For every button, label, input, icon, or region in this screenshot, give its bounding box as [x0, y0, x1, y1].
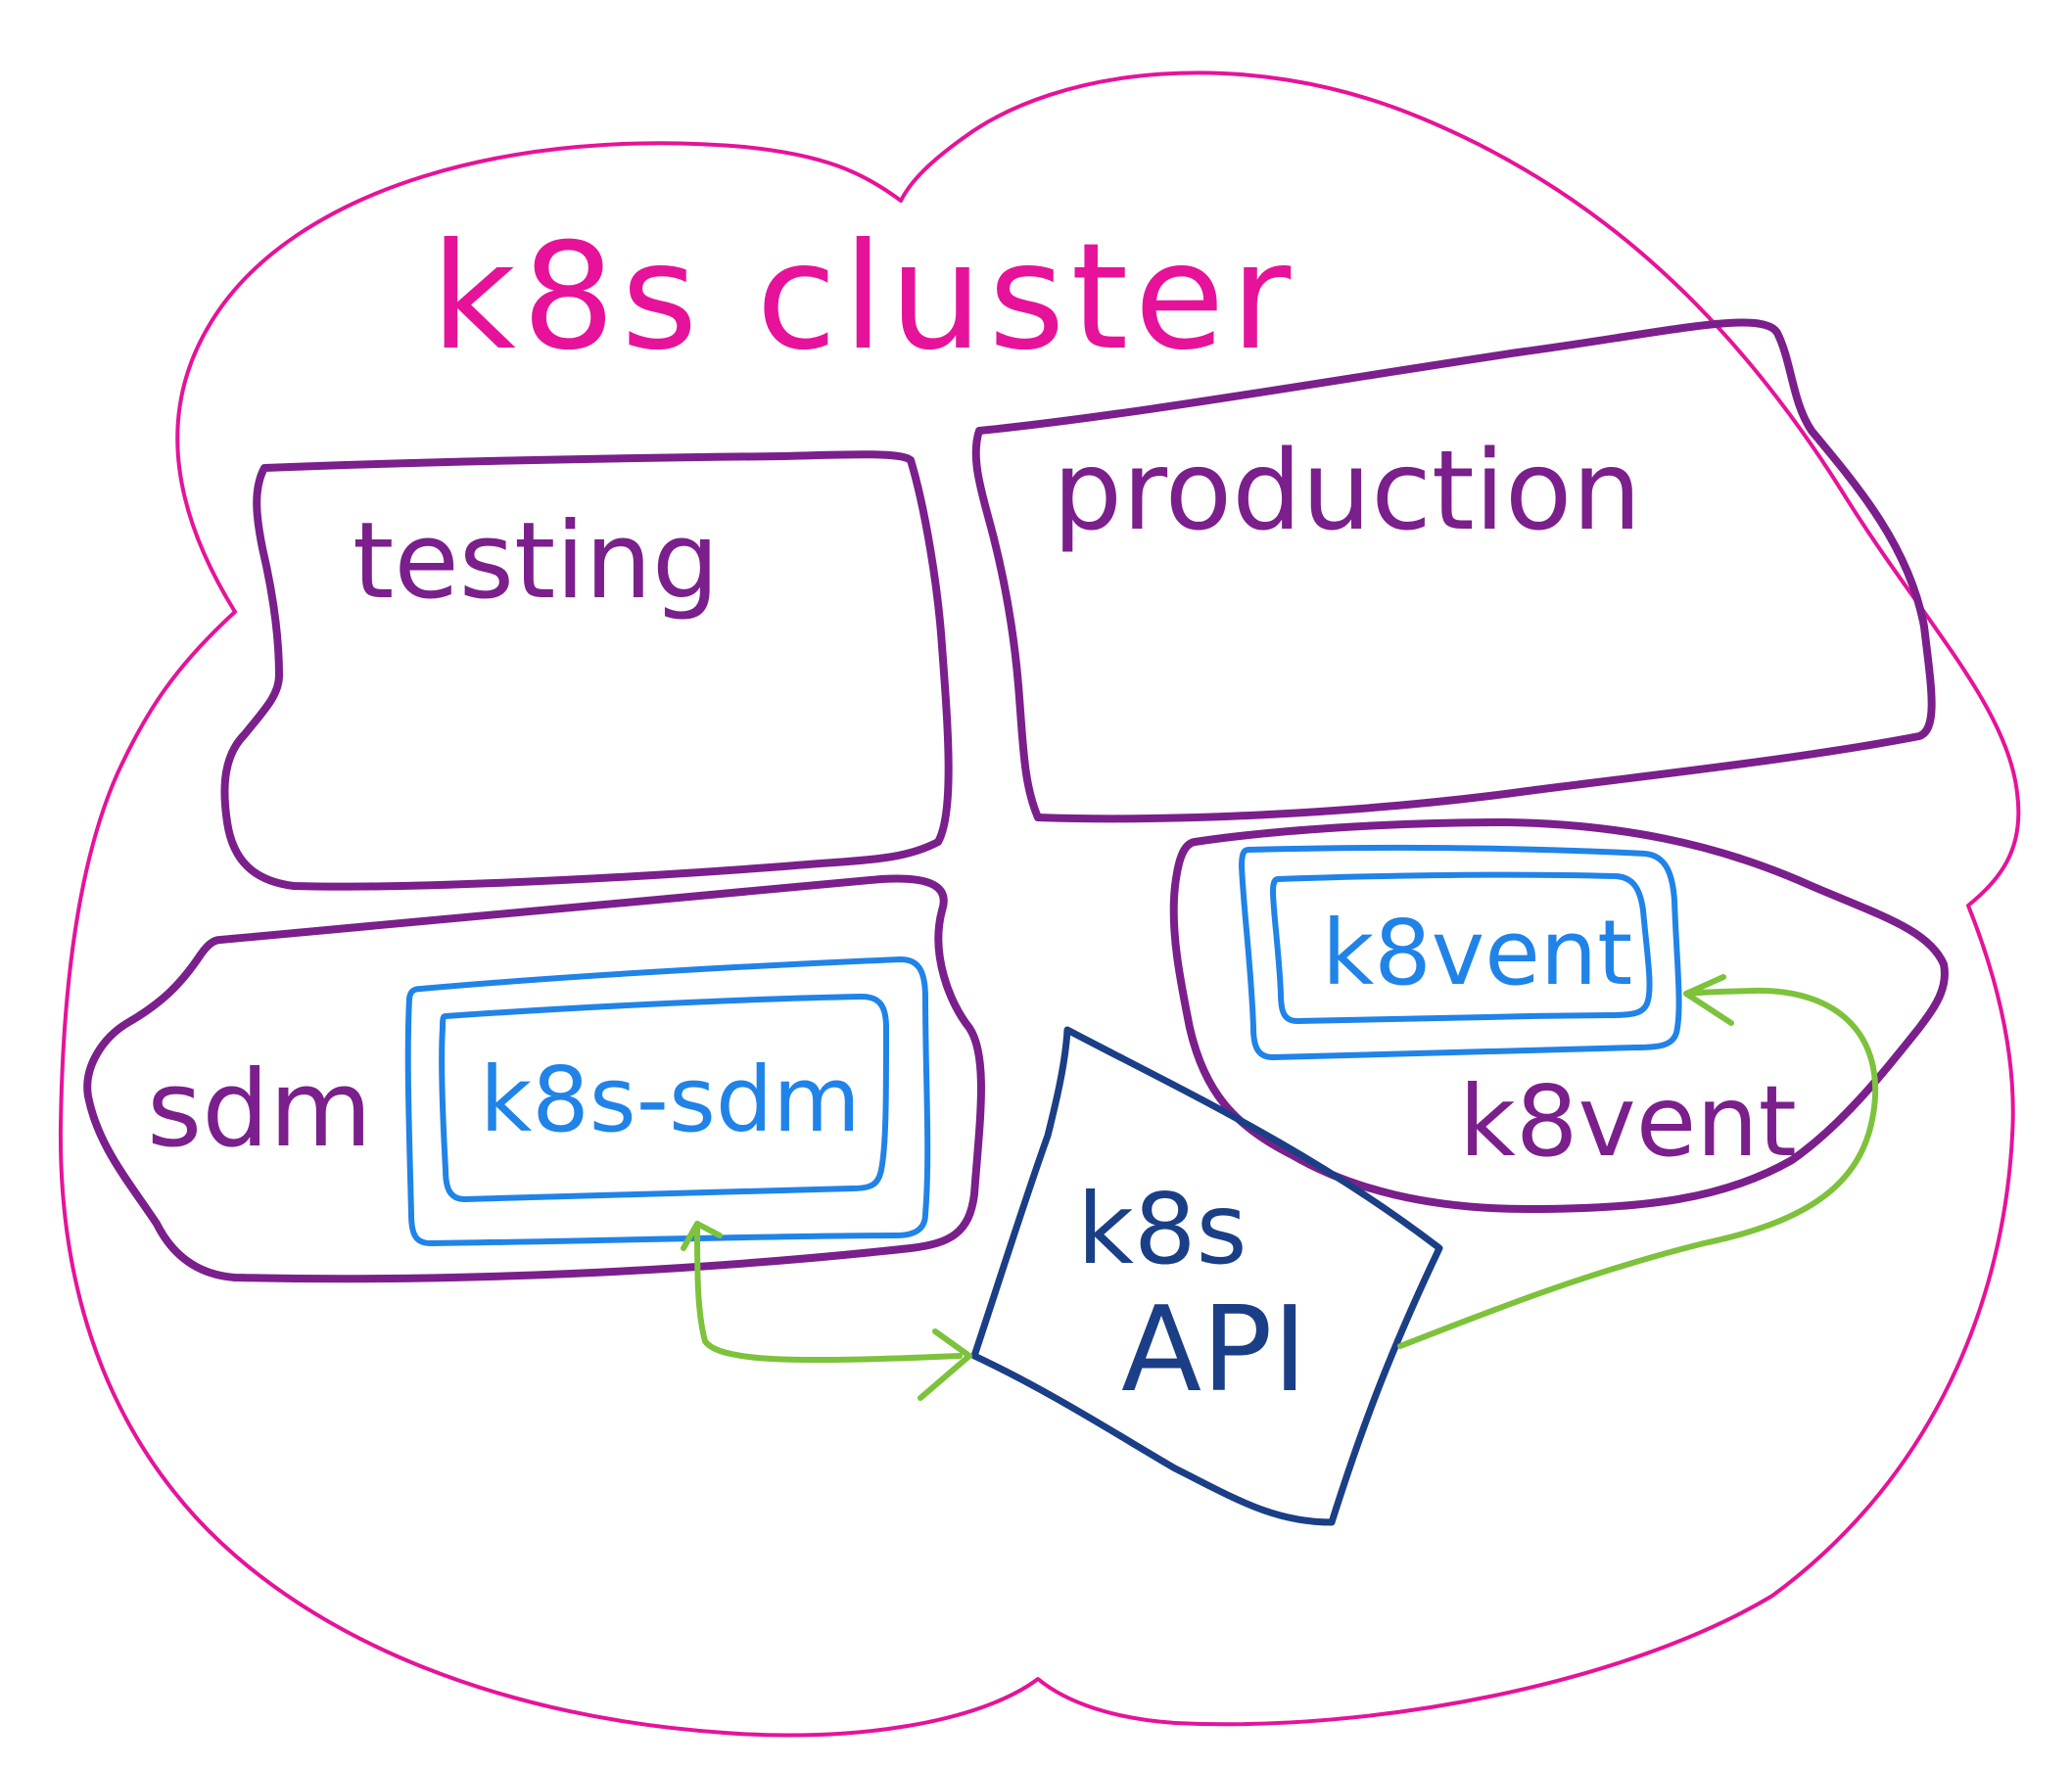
- k8vent-deployment-inner: [1270, 871, 1653, 1024]
- testing-label: testing: [353, 500, 719, 623]
- sdm-namespace-box: [83, 874, 985, 1283]
- testing-namespace-box: [220, 450, 953, 891]
- k8s-sdm-deployment-inner: [439, 994, 889, 1202]
- k8vent-deployment-label: k8vent: [1322, 901, 1632, 1005]
- production-namespace-box: [971, 318, 1936, 823]
- connection-api-k8vent: [1397, 987, 1879, 1349]
- cluster-outline: [58, 70, 2021, 1738]
- connection-api-k8vent-arrowhead: [1683, 974, 1734, 1026]
- k8s-sdm-label: k8s-sdm: [480, 1047, 861, 1152]
- k8s-api-box: [970, 1026, 1443, 1526]
- k8s-api-label-line1: k8s: [1077, 1172, 1248, 1286]
- k8s-api-label-line2: API: [1121, 1282, 1307, 1419]
- k8vent-deployment-outer: [1239, 844, 1682, 1060]
- k8vent-namespace-label: k8vent: [1459, 1064, 1797, 1179]
- cluster-title: k8s cluster: [431, 212, 1296, 383]
- connection-sdm-api-arrowhead-right: [918, 1328, 972, 1401]
- connection-sdm-api: [694, 1221, 963, 1364]
- sdm-label: sdm: [147, 1048, 372, 1171]
- production-label: production: [1053, 428, 1641, 555]
- connection-sdm-api-arrowhead-top: [681, 1221, 723, 1251]
- k8vent-namespace-box: [1169, 818, 1949, 1213]
- k8s-sdm-deployment-outer: [404, 956, 931, 1246]
